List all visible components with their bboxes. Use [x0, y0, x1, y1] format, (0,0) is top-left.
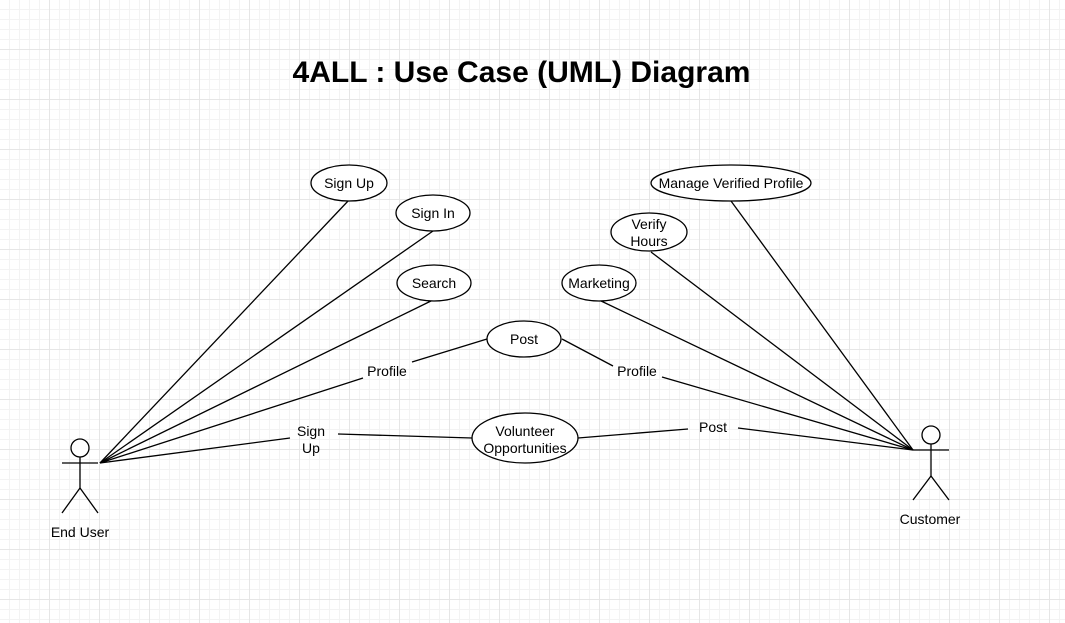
use-case-volunteer-opportunities[interactable]: Volunteer Opportunities — [471, 412, 579, 464]
association-volunteer-left-a — [99, 437, 291, 464]
actor-end-user-leg-right — [79, 487, 99, 514]
association-sign-in — [99, 230, 434, 464]
association-post-left-a — [99, 377, 364, 464]
association-manage-profile — [730, 200, 914, 451]
association-volunteer-left-b — [337, 433, 473, 439]
actor-customer[interactable] — [912, 425, 950, 501]
edge-label-profile-left[interactable]: Profile — [367, 363, 407, 379]
use-case-sign-up[interactable]: Sign Up — [310, 164, 388, 202]
edge-label-profile-right[interactable]: Profile — [617, 363, 657, 379]
association-marketing — [598, 299, 914, 451]
use-case-sign-up-label: Sign Up — [324, 175, 374, 191]
use-case-manage-profile-label: Manage Verified Profile — [659, 175, 804, 191]
use-case-post-label: Post — [510, 331, 538, 347]
use-case-search[interactable]: Search — [396, 264, 472, 302]
association-volunteer-right-a — [737, 427, 914, 451]
use-case-marketing-label: Marketing — [568, 275, 629, 291]
actor-customer-leg-right — [930, 475, 950, 501]
actor-customer-label: Customer — [900, 511, 961, 527]
use-case-search-label: Search — [412, 275, 456, 291]
association-post-right-a — [661, 376, 914, 451]
association-verify-hours — [650, 251, 914, 451]
association-volunteer-right-b — [577, 428, 689, 439]
use-case-verify-hours[interactable]: Verify Hours — [610, 212, 688, 252]
edge-label-sign-up-line1[interactable]: Sign — [297, 423, 325, 439]
association-post-right-b — [561, 338, 614, 367]
use-case-volunteer-label-line2: Opportunities — [483, 440, 566, 456]
use-case-marketing[interactable]: Marketing — [561, 264, 637, 302]
actor-customer-leg-left — [912, 475, 932, 501]
use-case-verify-hours-label-line2: Hours — [630, 233, 667, 249]
use-case-manage-verified-profile[interactable]: Manage Verified Profile — [650, 164, 812, 202]
actor-end-user-leg-left — [61, 487, 81, 514]
use-case-volunteer-label-line1: Volunteer — [495, 423, 554, 439]
edge-label-sign-up-line2[interactable]: Up — [302, 440, 320, 456]
association-search — [99, 299, 434, 464]
edge-label-post-right[interactable]: Post — [699, 419, 727, 435]
actor-end-user-head — [70, 438, 90, 458]
actor-customer-head — [921, 425, 941, 445]
association-post-left-b — [411, 338, 488, 363]
actor-end-user-label: End User — [51, 524, 110, 540]
use-case-sign-in-label: Sign In — [411, 205, 455, 221]
association-sign-up — [99, 199, 350, 464]
actor-end-user[interactable] — [61, 438, 99, 514]
use-case-sign-in[interactable]: Sign In — [395, 194, 471, 232]
page-title: 4ALL : Use Case (UML) Diagram — [292, 56, 751, 89]
use-case-verify-hours-label-line1: Verify — [631, 216, 666, 232]
use-case-post[interactable]: Post — [486, 320, 562, 358]
